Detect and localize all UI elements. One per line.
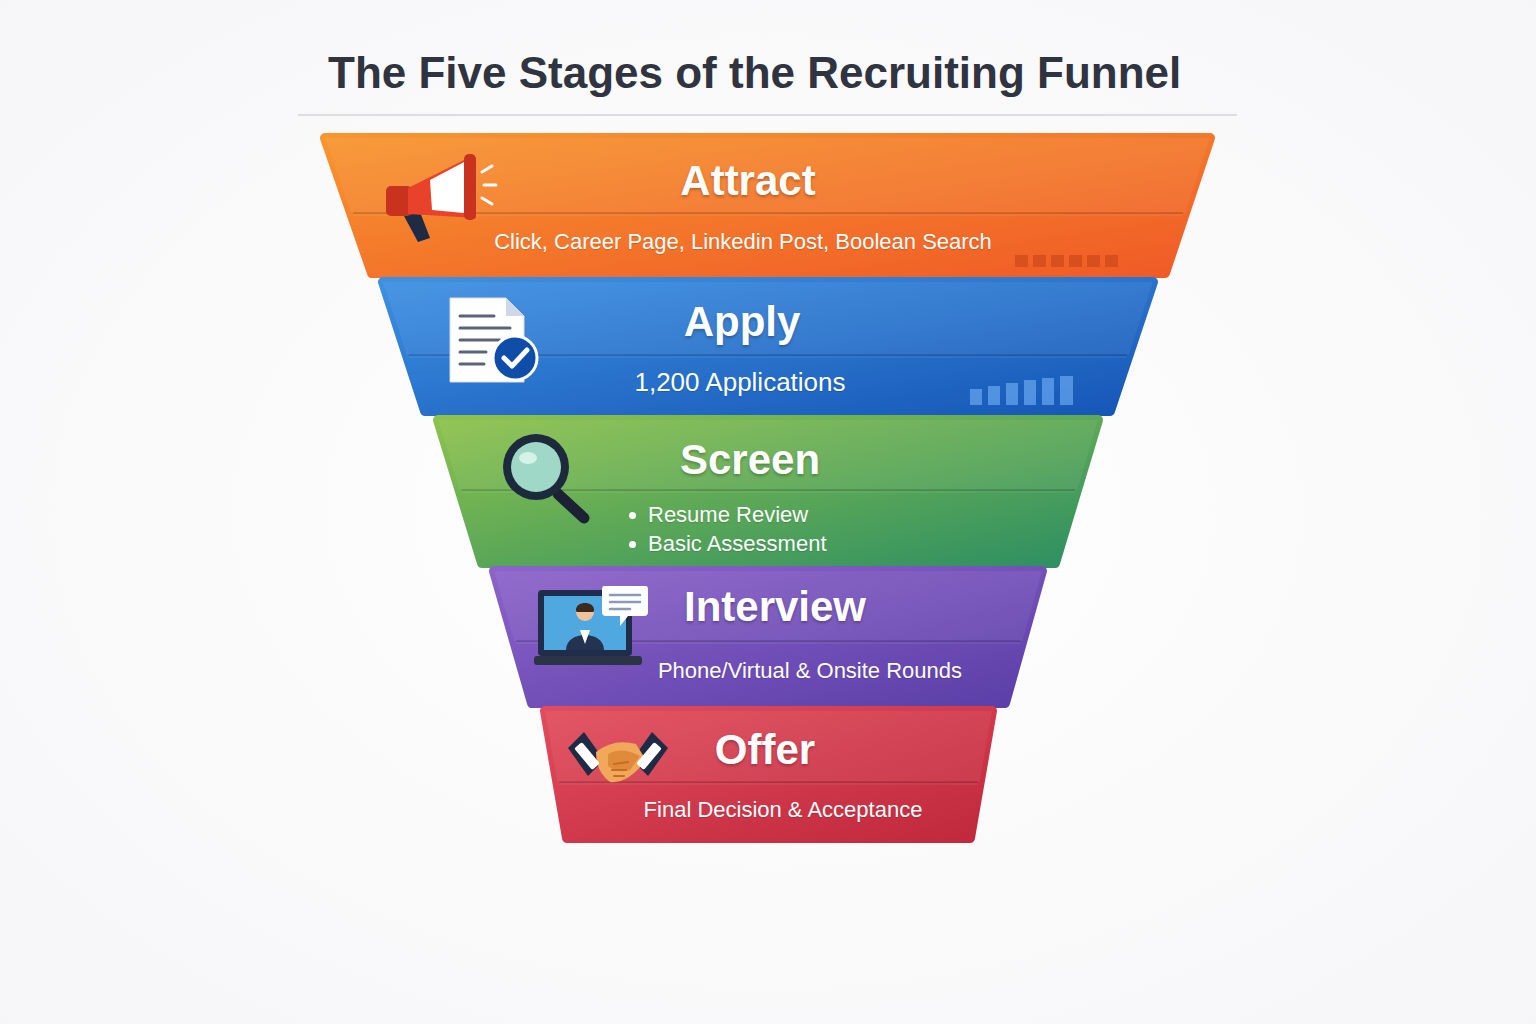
band-fill [494, 571, 1042, 703]
attract-bars [1015, 255, 1118, 267]
band-fill [438, 420, 1098, 563]
stage-heading: Apply [684, 298, 801, 346]
stage-heading: Attract [680, 157, 815, 205]
band-divider [353, 212, 1183, 214]
band-gloss [325, 138, 1210, 213]
band-fill [325, 138, 1210, 273]
magnifier-icon [503, 434, 584, 518]
screen-step: Resume Review [648, 502, 808, 527]
band-fill [383, 282, 1153, 411]
bullet-dot [629, 541, 636, 548]
band-divider [559, 781, 977, 783]
screen-step: Basic Assessment [648, 531, 827, 556]
stage-heading: Offer [715, 726, 815, 774]
band-gloss [545, 711, 992, 782]
stage-sources: Click, Career Page, Linkedin Post, Boole… [494, 229, 992, 254]
stage-heading: Interview [684, 583, 866, 631]
application-count: 1,200 Applications [634, 368, 845, 398]
megaphone-icon [386, 154, 496, 242]
stage-heading: Screen [680, 436, 820, 484]
offer-outcome: Final Decision & Acceptance [644, 797, 923, 822]
band-divider-highlight [559, 784, 977, 785]
handshake-icon [568, 732, 668, 782]
band-fill [545, 711, 992, 838]
diagram-title: The Five Stages of the Recruiting Funnel [328, 48, 1181, 98]
video-call-icon [534, 586, 648, 665]
document-icon [450, 298, 537, 382]
interview-rounds: Phone/Virtual & Onsite Rounds [658, 658, 962, 683]
bullet-dot [629, 512, 636, 519]
band-divider-highlight [353, 215, 1183, 216]
title-underline [298, 114, 1237, 116]
apply-bars [970, 376, 1073, 405]
